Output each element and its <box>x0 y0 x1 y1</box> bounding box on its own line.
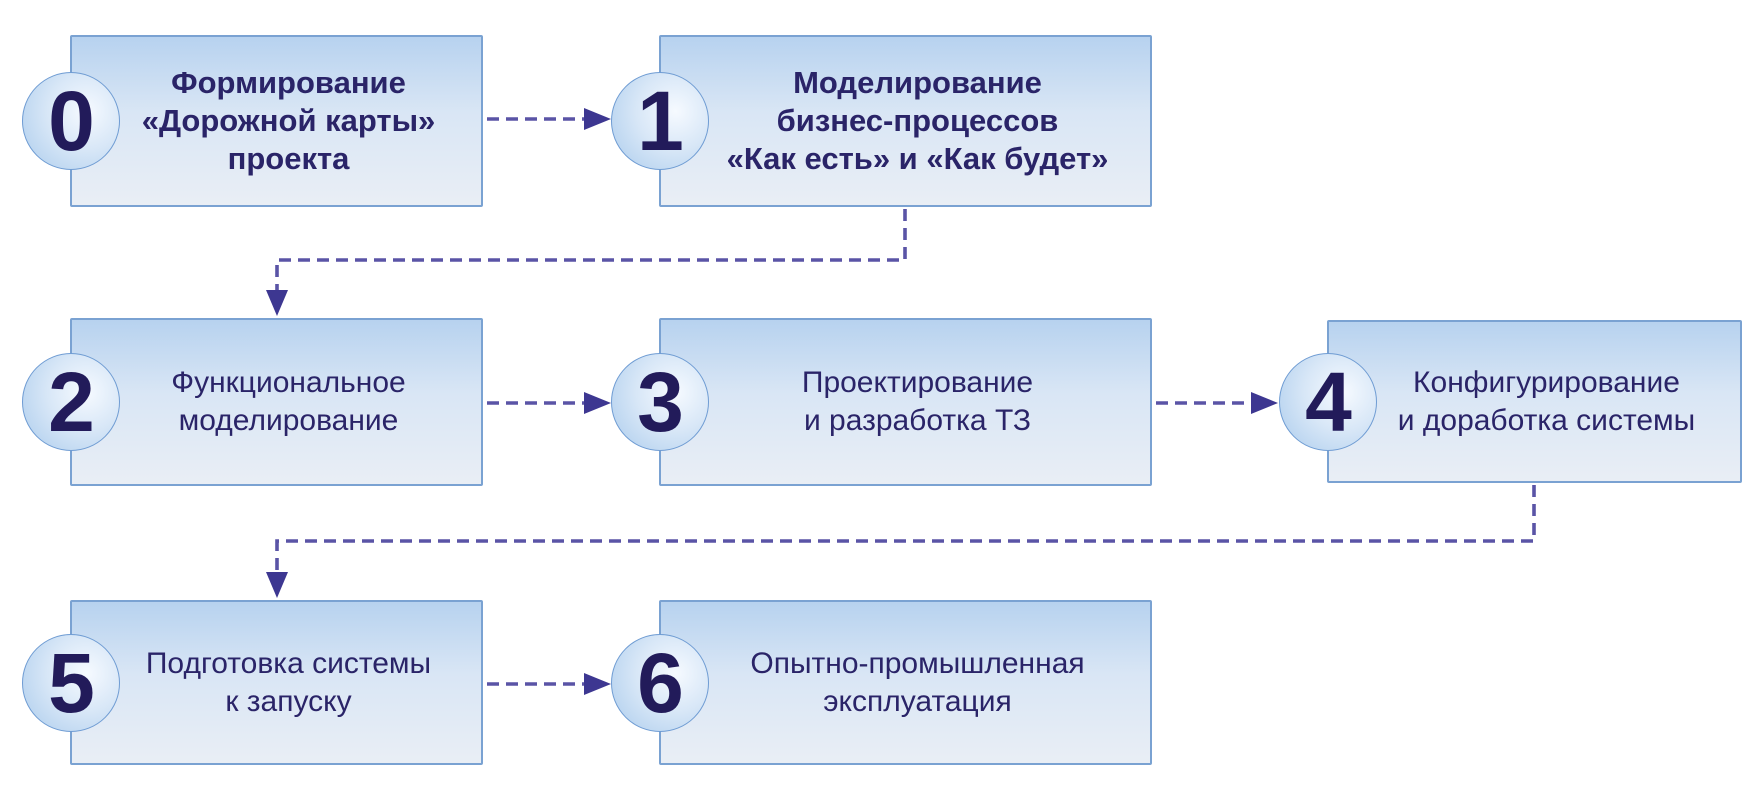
stage-number-3: 3 <box>637 355 684 449</box>
stage-number-badge-4: 4 <box>1279 352 1377 451</box>
stage-label-5: Подготовка системы к запуску <box>145 646 432 718</box>
stage-number-6: 6 <box>637 635 684 730</box>
stage-number-2: 2 <box>48 355 95 449</box>
stage-box-1: 1 Моделирование бизнес-процессов «Как ес… <box>611 35 1152 207</box>
connector-arrow-0-1 <box>487 108 611 130</box>
stage-label-1: Моделирование бизнес-процессов «Как есть… <box>726 65 1109 176</box>
stage-number-badge-2: 2 <box>22 353 120 451</box>
stage-number-badge-0: 0 <box>22 72 120 170</box>
stage-box-4: 4 Конфигурирование и доработка системы <box>1279 320 1742 483</box>
stage-number-4: 4 <box>1305 354 1352 449</box>
stage-box-5: 5 Подготовка системы к запуску <box>22 600 483 765</box>
connector-arrow-3-4 <box>1156 392 1278 414</box>
stage-number-badge-5: 5 <box>22 633 120 732</box>
stage-number-1: 1 <box>637 74 684 168</box>
stage-box-6: 6 Опытно-промышленная эксплуатация <box>611 600 1152 765</box>
stage-label-2: Функциональное моделирование <box>171 366 406 437</box>
connector-arrow-1-2 <box>266 209 907 316</box>
stage-box-3: 3 Проектирование и разработка ТЗ <box>611 318 1152 486</box>
stage-label-0: Формирование «Дорожной карты» проекта <box>141 65 436 176</box>
stage-number-badge-3: 3 <box>611 353 709 451</box>
stage-number-badge-6: 6 <box>611 633 709 732</box>
connector-arrow-2-3 <box>487 392 611 414</box>
stage-number-badge-1: 1 <box>611 72 709 170</box>
stage-label-4: Конфигурирование и доработка системы <box>1397 365 1696 437</box>
stage-box-0: 0 Формирование «Дорожной карты» проекта <box>22 35 483 207</box>
stage-number-0: 0 <box>48 74 95 168</box>
stage-box-2: 2 Функциональное моделирование <box>22 318 483 486</box>
connector-arrow-4-5 <box>266 485 1536 598</box>
stage-number-5: 5 <box>48 635 95 730</box>
stage-label-3: Проектирование и разработка ТЗ <box>801 366 1034 437</box>
connector-arrow-5-6 <box>487 673 611 695</box>
stage-label-6: Опытно-промышленная эксплуатация <box>750 646 1085 718</box>
